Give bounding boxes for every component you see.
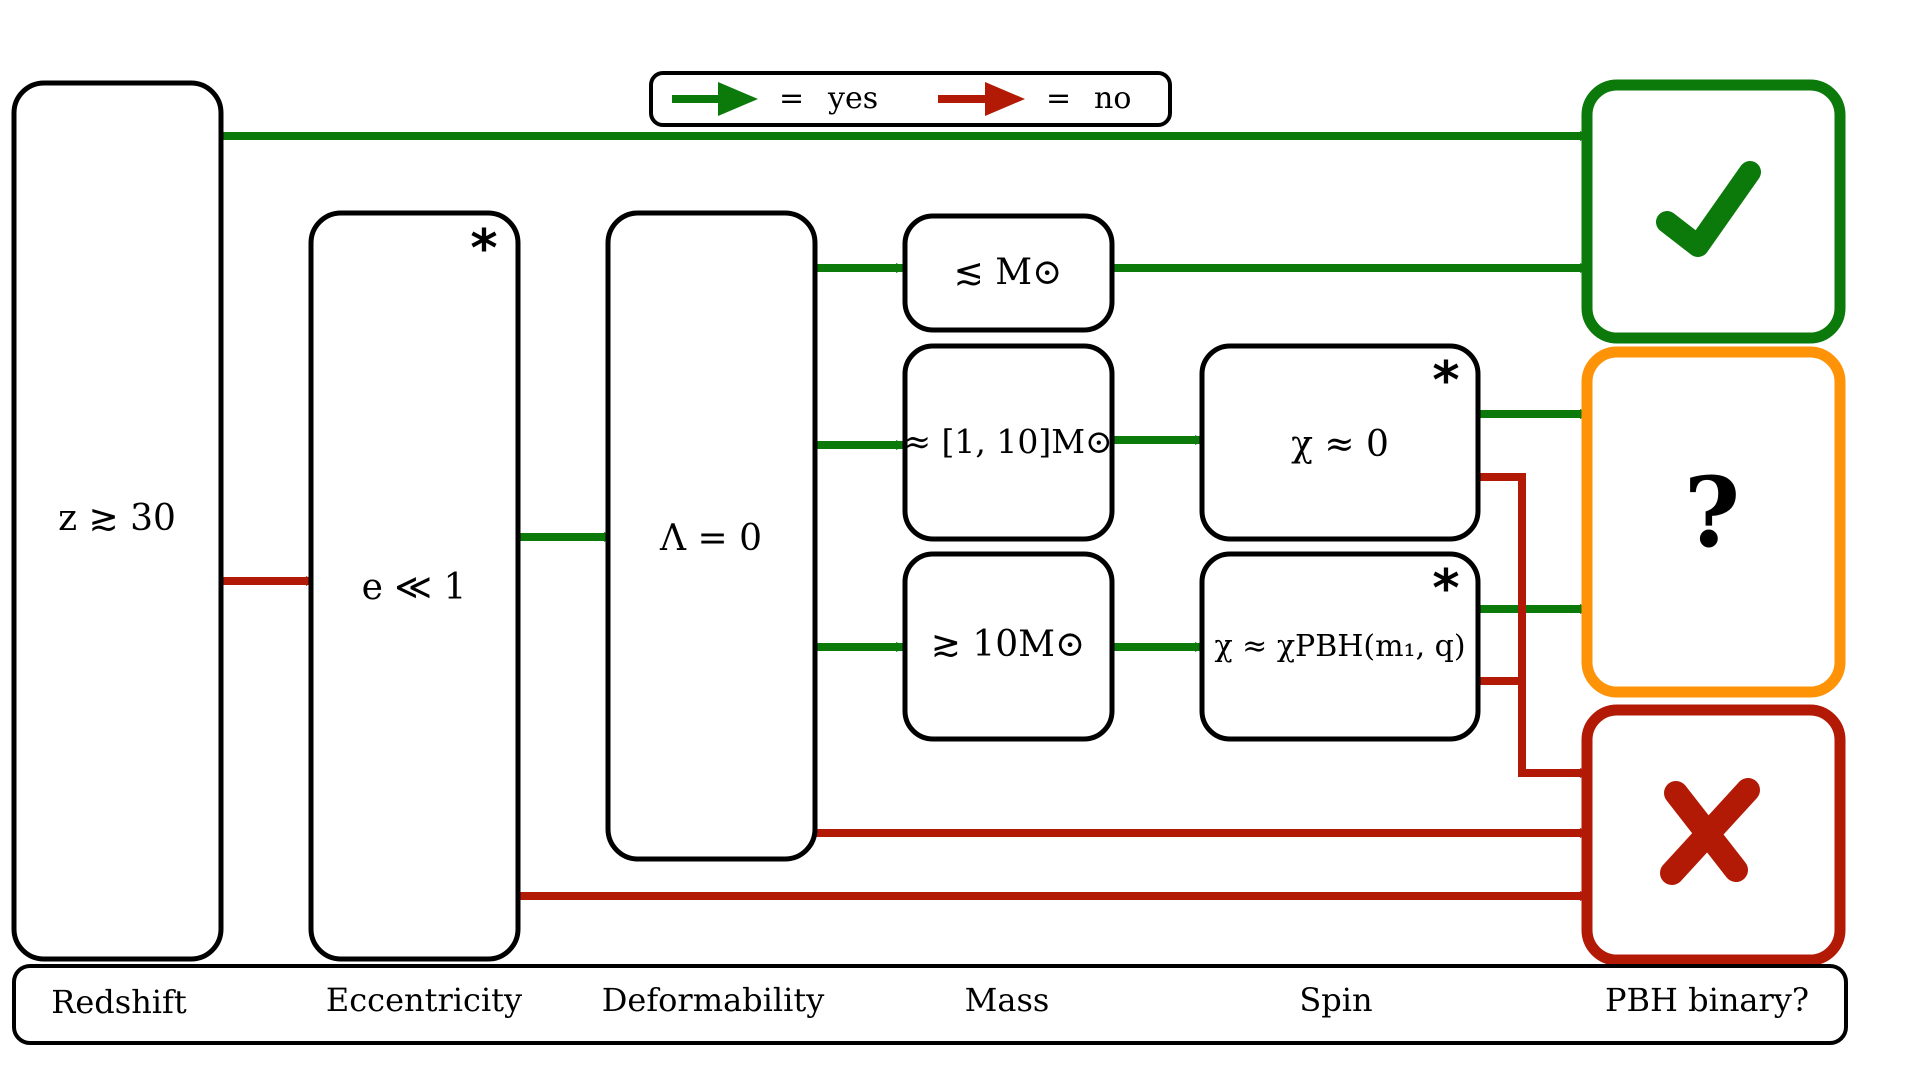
category-deformability: Deformability <box>602 981 825 1019</box>
outcome-yes <box>1581 79 1846 344</box>
category-redshift: Redshift <box>51 983 187 1021</box>
mass-mid-condition: ≈ [1, 10]M⊙ <box>903 422 1112 461</box>
legend-yes-equals: = <box>779 81 804 116</box>
legend-no-equals: = <box>1046 81 1071 116</box>
unknown-question-mark: ? <box>1684 456 1740 569</box>
outcome-no <box>1581 704 1846 966</box>
cross-icon <box>1660 778 1760 885</box>
arrow-spin-zero-no <box>1464 473 1590 778</box>
node-spin-pbh: χ ≈ χPBH(m₁, q) * <box>1199 551 1481 742</box>
category-eccentricity: Eccentricity <box>326 981 522 1019</box>
legend-no-arrow-icon <box>938 82 1025 116</box>
legend-frame <box>649 71 1172 127</box>
node-deformability: Λ = 0 <box>605 210 818 862</box>
asterisk-eccentricity: * <box>470 219 497 279</box>
spin-zero-condition: χ ≈ 0 <box>1291 424 1389 465</box>
node-mass-high: ≳ 10M⊙ <box>902 551 1115 742</box>
category-spin: Spin <box>1299 981 1372 1019</box>
category-bar-frame <box>12 964 1848 1045</box>
category-pbh-binary: PBH binary? <box>1605 981 1809 1019</box>
legend-no-label: no <box>1094 81 1131 116</box>
category-bar: Redshift Eccentricity Deformability Mass… <box>12 964 1848 1045</box>
node-eccentricity: e ≪ 1 * <box>308 210 521 962</box>
spin-pbh-condition: χ ≈ χPBH(m₁, q) <box>1214 629 1465 664</box>
checkmark-icon <box>1656 161 1761 257</box>
mass-high-condition: ≳ 10M⊙ <box>931 624 1085 665</box>
category-mass: Mass <box>965 981 1050 1019</box>
legend-yes-arrow-icon <box>672 82 758 116</box>
redshift-condition: z ≳ 30 <box>58 498 176 539</box>
node-spin-zero: χ ≈ 0 * <box>1199 343 1481 542</box>
node-redshift: z ≳ 30 <box>11 80 224 962</box>
node-mass-mid: ≈ [1, 10]M⊙ <box>902 343 1115 542</box>
outcome-unknown-frame <box>1581 346 1846 698</box>
mass-low-condition: ≲ M⊙ <box>954 252 1063 293</box>
deformability-condition: Λ = 0 <box>659 518 762 559</box>
legend: = yes = no <box>649 71 1172 127</box>
asterisk-spin-pbh: * <box>1432 559 1459 619</box>
eccentricity-condition: e ≪ 1 <box>362 567 467 608</box>
outcome-unknown: ? <box>1581 346 1846 698</box>
legend-yes-label: yes <box>827 81 878 116</box>
node-mass-low: ≲ M⊙ <box>902 213 1115 333</box>
asterisk-spin-zero: * <box>1432 351 1459 411</box>
